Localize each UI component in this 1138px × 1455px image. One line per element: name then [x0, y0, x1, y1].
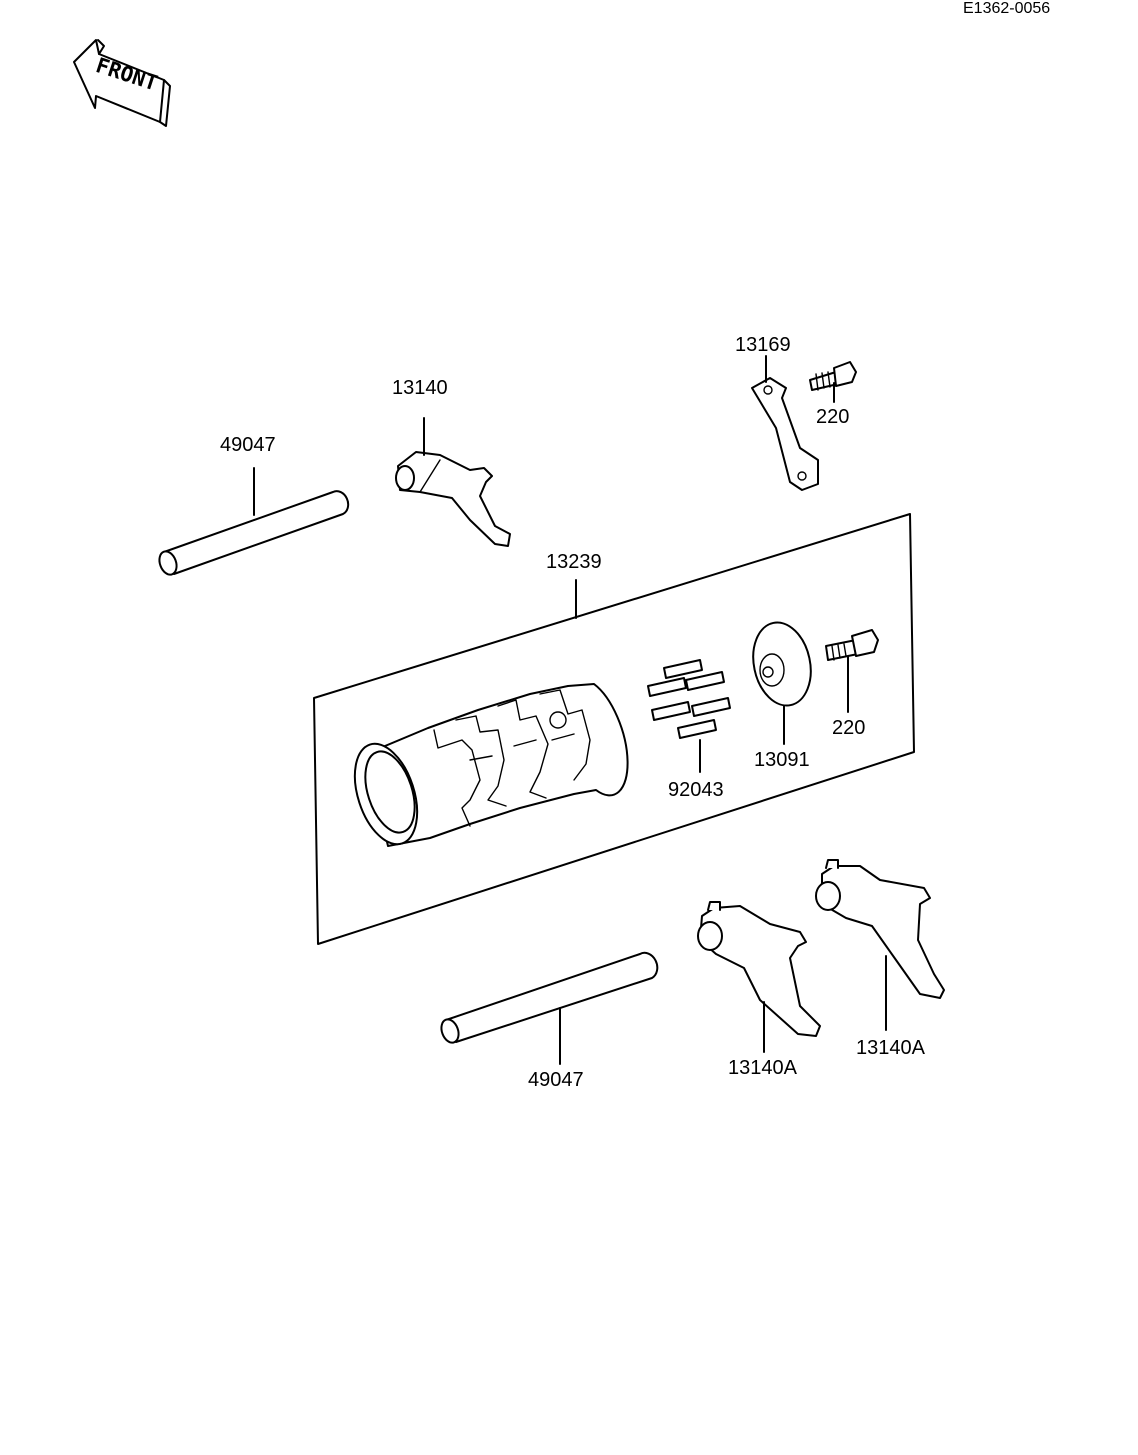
shift-fork-13140A-left	[697, 901, 821, 1053]
label-13140A-right: 13140A	[856, 1037, 926, 1059]
shift-fork-13140	[395, 417, 511, 547]
label-220-mid: 220	[832, 717, 865, 739]
shift-shaft-bottom	[440, 951, 659, 1065]
diagram-code: E1362-0056	[963, 0, 1051, 17]
label-13140: 13140	[392, 377, 448, 399]
label-13239: 13239	[546, 551, 602, 573]
label-49047-top: 49047	[220, 434, 276, 456]
label-13091: 13091	[754, 749, 810, 771]
shift-shaft-top	[158, 467, 350, 576]
label-49047-bottom: 49047	[528, 1069, 584, 1091]
label-92043: 92043	[668, 779, 724, 801]
cam-plate-13091	[752, 621, 812, 745]
stopper-plate-13169	[751, 355, 819, 491]
bolt-220-mid	[825, 629, 879, 713]
front-arrow-icon: FRONT	[73, 39, 171, 127]
bolt-220-top	[809, 361, 857, 403]
label-13169: 13169	[735, 334, 791, 356]
kit-panel-13239	[313, 513, 915, 945]
label-13140A-left: 13140A	[728, 1057, 798, 1079]
label-220-top: 220	[816, 406, 849, 428]
pins-92043	[647, 659, 731, 773]
shift-fork-13140A-right	[815, 859, 945, 1031]
shift-drum	[353, 683, 629, 847]
